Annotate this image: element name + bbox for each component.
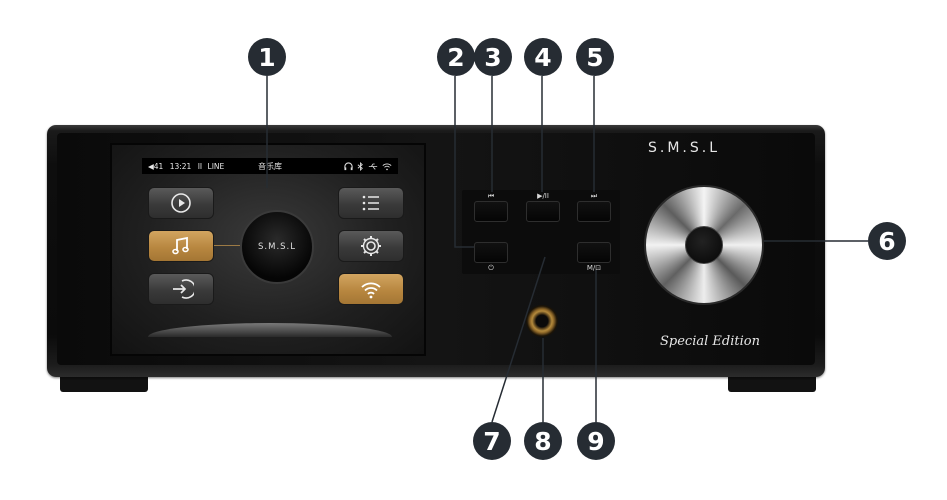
screen-center-logo: S.M.S.L bbox=[240, 210, 314, 284]
power-label: ⏻ bbox=[488, 264, 494, 272]
settings-tile[interactable] bbox=[338, 230, 404, 262]
wifi-icon bbox=[382, 163, 392, 170]
callout-8: 8 bbox=[524, 422, 562, 460]
device-foot-right bbox=[728, 372, 816, 392]
input-tile[interactable] bbox=[148, 273, 214, 305]
prev-button[interactable] bbox=[474, 201, 508, 222]
callout-7: 7 bbox=[473, 422, 511, 460]
menu-tile[interactable] bbox=[338, 187, 404, 219]
source-label: LINE bbox=[207, 161, 225, 171]
headphone-icon bbox=[344, 161, 353, 170]
knob-link-left bbox=[214, 245, 240, 246]
touch-screen[interactable]: ◀41 13:21 II LINE 音乐库 S.M.S.L bbox=[110, 143, 426, 356]
callout-2: 2 bbox=[437, 38, 475, 76]
menu-list-icon bbox=[362, 195, 379, 211]
wifi-tile[interactable] bbox=[338, 273, 404, 305]
input-arrow-icon bbox=[173, 279, 194, 299]
usb-icon bbox=[368, 163, 378, 169]
pause-indicator: II bbox=[197, 161, 203, 171]
status-icons bbox=[344, 161, 392, 171]
callout-4: 4 bbox=[524, 38, 562, 76]
status-bar: ◀41 13:21 II LINE 音乐库 bbox=[142, 158, 398, 174]
callout-6: 6 bbox=[868, 222, 906, 260]
time-readout: 13:21 bbox=[169, 161, 192, 171]
callout-9: 9 bbox=[577, 422, 615, 460]
bluetooth-icon bbox=[357, 161, 363, 171]
play-icon bbox=[171, 193, 191, 213]
screen-title: 音乐库 bbox=[258, 161, 282, 171]
edition-label: Special Edition bbox=[660, 334, 760, 349]
callout-5: 5 bbox=[576, 38, 614, 76]
mode-label: M/⊡ bbox=[586, 264, 602, 272]
play-pause-label: ▶/II bbox=[537, 192, 549, 200]
callout-1: 1 bbox=[248, 38, 286, 76]
volume-knob-cap bbox=[685, 226, 723, 264]
settings-gear-icon bbox=[361, 236, 381, 256]
volume-readout: ◀41 bbox=[148, 161, 164, 171]
next-button[interactable] bbox=[577, 201, 611, 222]
headphone-jack[interactable] bbox=[526, 305, 558, 337]
music-tile[interactable] bbox=[148, 230, 214, 262]
mode-button[interactable] bbox=[577, 242, 611, 263]
callout-3: 3 bbox=[474, 38, 512, 76]
music-note-icon bbox=[172, 236, 189, 255]
status-left: ◀41 13:21 II LINE bbox=[148, 162, 224, 171]
wifi-icon bbox=[361, 282, 381, 299]
volume-knob[interactable] bbox=[644, 185, 764, 305]
device-foot-left bbox=[60, 372, 148, 392]
screen-base-arc bbox=[148, 323, 392, 337]
brand-logo: S.M.S.L bbox=[648, 140, 721, 156]
power-button[interactable] bbox=[474, 242, 508, 263]
play-tile[interactable] bbox=[148, 187, 214, 219]
next-label: ⏭ bbox=[590, 192, 598, 200]
prev-label: ⏮ bbox=[487, 192, 495, 200]
play-pause-button[interactable] bbox=[526, 201, 560, 222]
